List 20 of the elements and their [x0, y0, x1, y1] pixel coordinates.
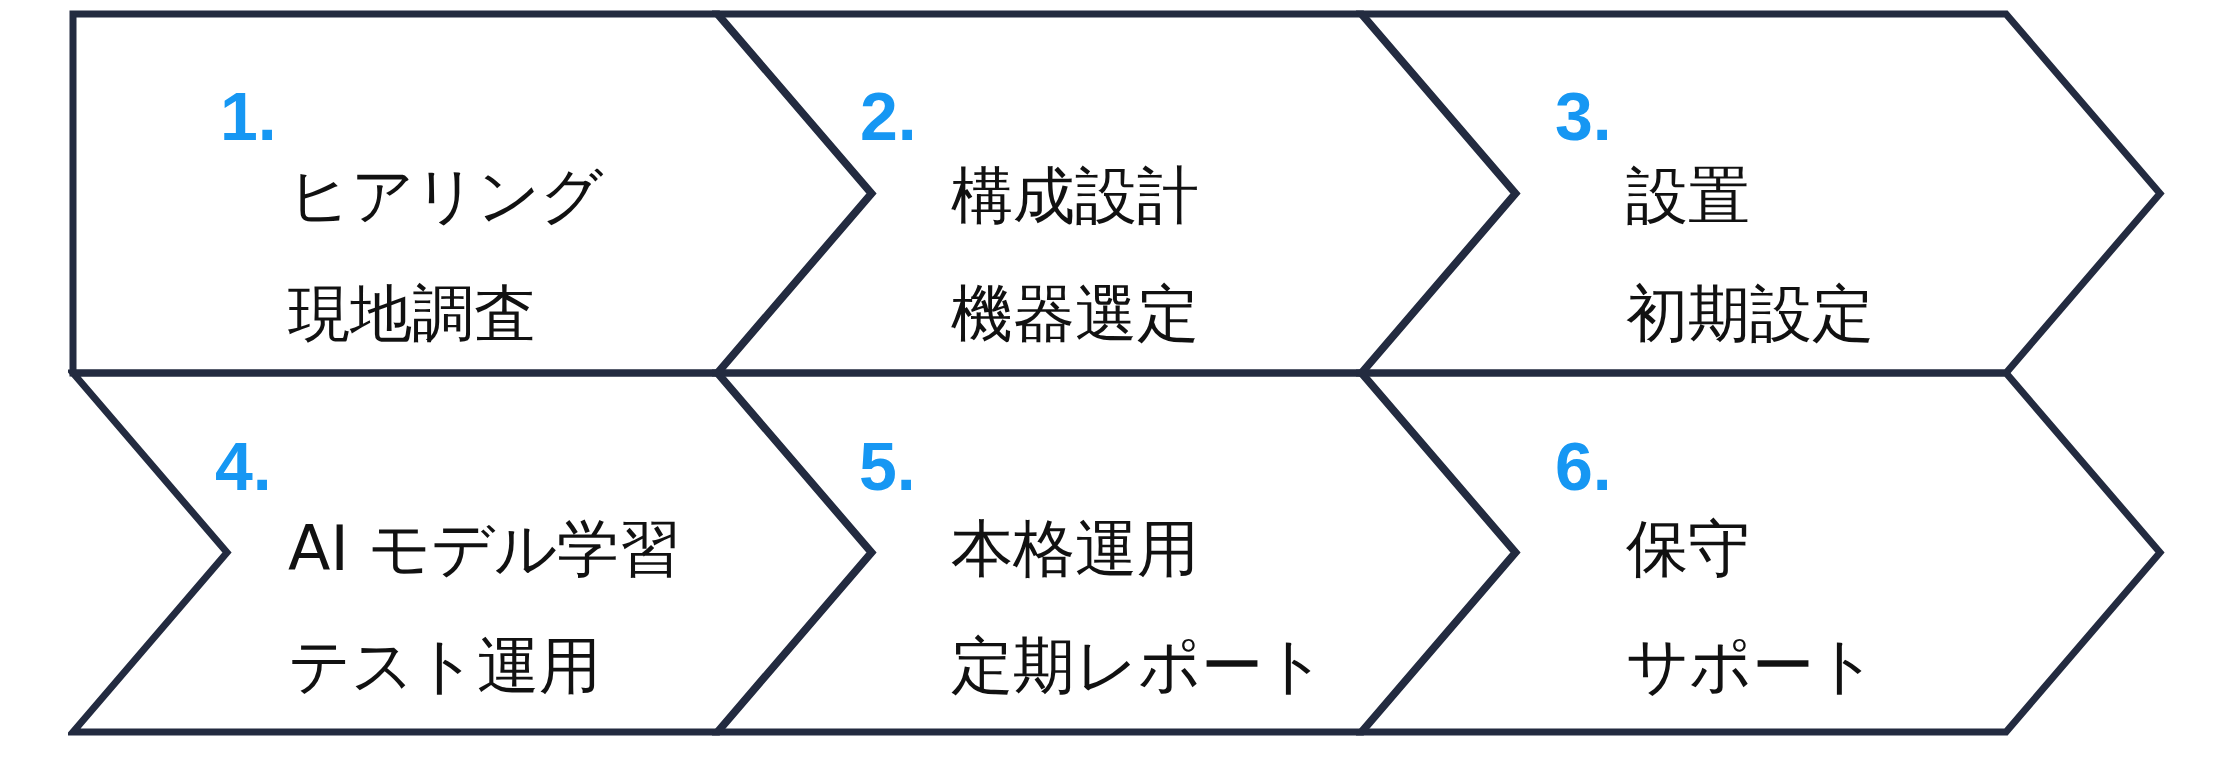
- step-number: 6.: [1555, 432, 1612, 500]
- step-label: サポート: [1626, 635, 1877, 697]
- step-label: 現地調査: [288, 283, 536, 345]
- step-label: 定期レポート: [951, 635, 1326, 697]
- step-label: 初期設定: [1626, 283, 1874, 345]
- step-label: テスト運用: [288, 635, 601, 697]
- step-label: ヒアリング: [288, 165, 603, 227]
- step-number: 5.: [859, 432, 916, 500]
- step-number: 3.: [1555, 82, 1612, 150]
- step-number: 1.: [220, 82, 277, 150]
- step-number: 4.: [215, 432, 272, 500]
- step-label: 設置: [1626, 165, 1750, 227]
- process-step: [1356, 368, 2165, 737]
- step-label: 機器選定: [951, 283, 1199, 345]
- step-label: 保守: [1626, 518, 1750, 580]
- process-step: [712, 368, 1521, 737]
- step-label: 本格運用: [951, 518, 1199, 580]
- step-label: AI モデル学習: [288, 518, 682, 580]
- step-label: 構成設計: [951, 165, 1199, 227]
- step-number: 2.: [860, 82, 917, 150]
